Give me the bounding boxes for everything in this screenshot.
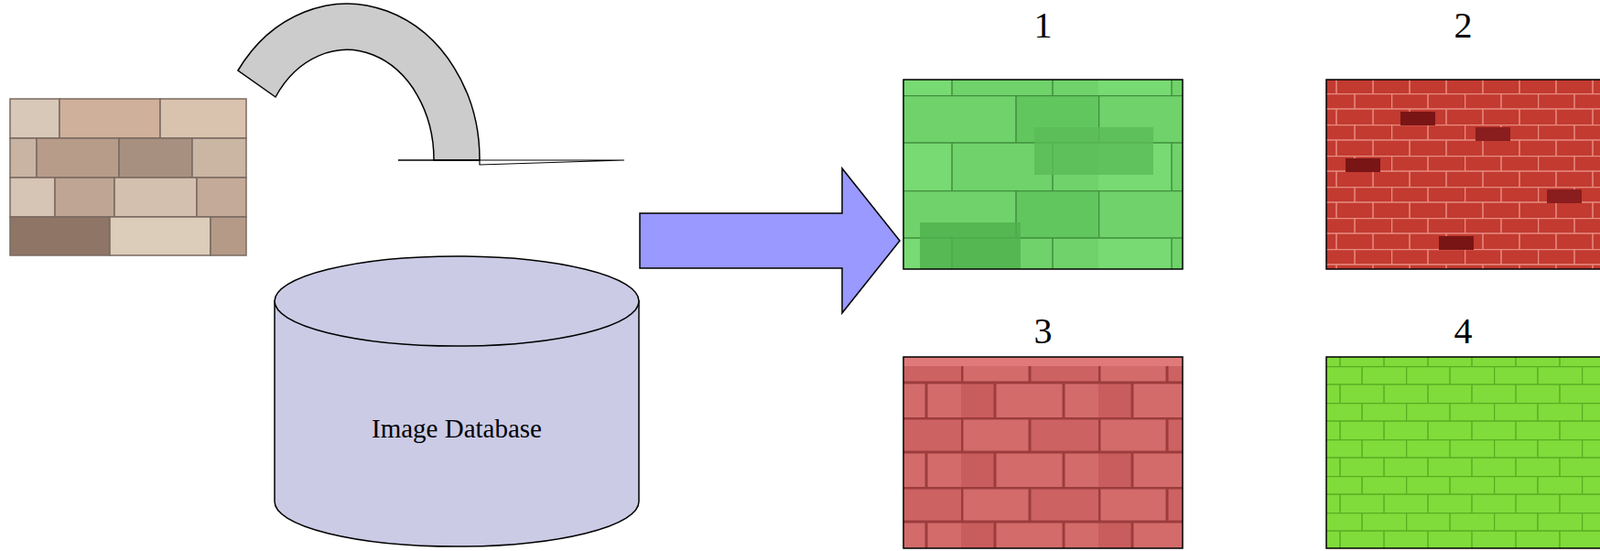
cylinder-top bbox=[274, 256, 639, 346]
cylinder-outline bbox=[273, 255, 640, 549]
slot-line bbox=[398, 159, 480, 162]
database-cylinder: Image Database bbox=[273, 255, 640, 549]
result-image-2 bbox=[1326, 79, 1600, 270]
database-label: Image Database bbox=[273, 412, 640, 444]
result-image: 2 bbox=[1326, 4, 1600, 270]
result-image: 3 bbox=[903, 310, 1183, 549]
result-image: 4 bbox=[1326, 310, 1600, 549]
result-image-3 bbox=[903, 356, 1183, 549]
result-image: 1 bbox=[903, 4, 1183, 270]
query-image bbox=[10, 98, 247, 256]
curved-arrow bbox=[237, 3, 480, 161]
result-image-4 bbox=[1326, 356, 1600, 549]
result-image-1 bbox=[903, 79, 1183, 270]
result-rank-number: 2 bbox=[1326, 4, 1600, 47]
result-rank-number: 4 bbox=[1326, 310, 1600, 353]
block-arrow bbox=[639, 168, 900, 314]
result-rank-number: 1 bbox=[903, 4, 1183, 47]
slot-wedge bbox=[479, 160, 625, 165]
result-rank-number: 3 bbox=[903, 310, 1183, 353]
